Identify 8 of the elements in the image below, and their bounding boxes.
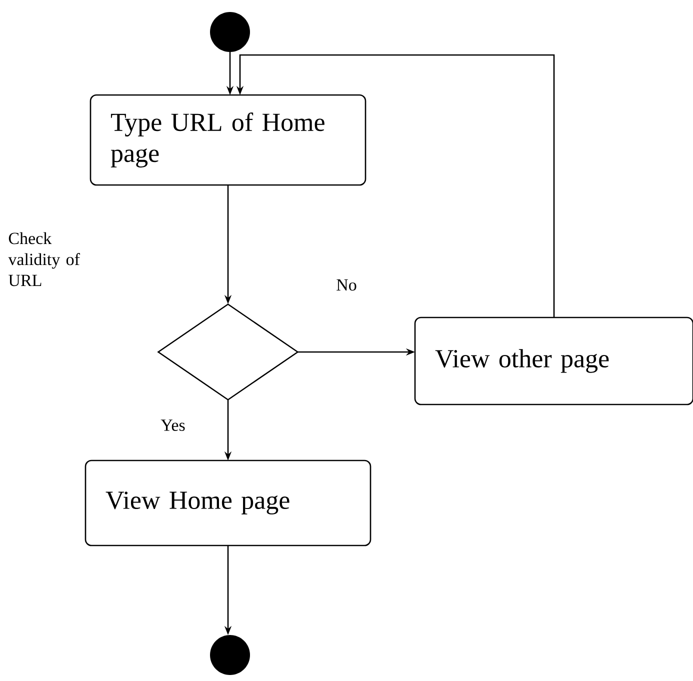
action-box: View Home page: [84, 460, 372, 546]
action-box: View other page: [414, 316, 693, 406]
action-box: Type URL of Home page: [90, 94, 366, 186]
start-end-dot: [210, 635, 250, 675]
edge-label: Yes: [158, 418, 188, 433]
note: Check validity of URL: [8, 232, 80, 286]
start-end-dot: [210, 12, 250, 52]
edge-label: No: [334, 277, 359, 293]
